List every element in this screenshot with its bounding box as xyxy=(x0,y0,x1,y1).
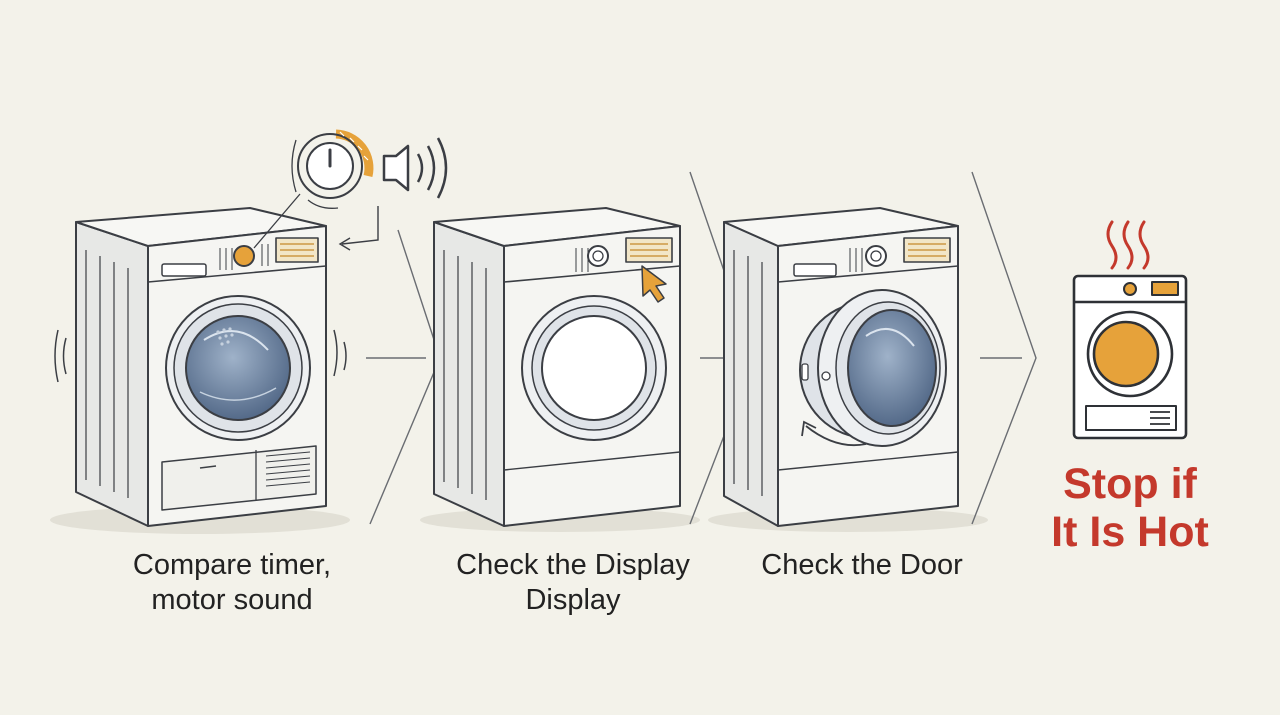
step-connector-3 xyxy=(971,171,1037,525)
hot-warning: Stop if It Is Hot xyxy=(1018,460,1242,556)
step-2-caption: Check the Display Display xyxy=(428,548,718,618)
feedback-arrow xyxy=(338,206,379,251)
hot-dryer-icon xyxy=(1072,274,1188,440)
hot-warning-line2: It Is Hot xyxy=(1051,508,1209,556)
step-1-caption-line1: Compare timer, xyxy=(132,549,332,581)
heat-icon xyxy=(1106,220,1150,270)
speaker-icon xyxy=(382,137,448,199)
washer-2 xyxy=(420,207,700,532)
step-1-caption-line2: motor sound xyxy=(151,584,313,616)
washer-3 xyxy=(708,207,988,532)
step-3-caption-line1: Check the Door xyxy=(761,549,963,581)
hot-warning-line1: Stop if xyxy=(1063,460,1197,508)
step-2-caption-line2: Display xyxy=(525,584,621,616)
step-connector-1 xyxy=(366,229,441,525)
step-3-caption: Check the Door xyxy=(742,548,982,583)
timer-dial-icon xyxy=(291,129,374,209)
step-2-caption-line1: Check the Display xyxy=(456,549,690,581)
cursor-icon xyxy=(641,265,667,303)
door-arrow-icon xyxy=(801,420,867,447)
step-1-caption: Compare timer, motor sound xyxy=(92,548,372,618)
washer-1 xyxy=(50,193,350,534)
